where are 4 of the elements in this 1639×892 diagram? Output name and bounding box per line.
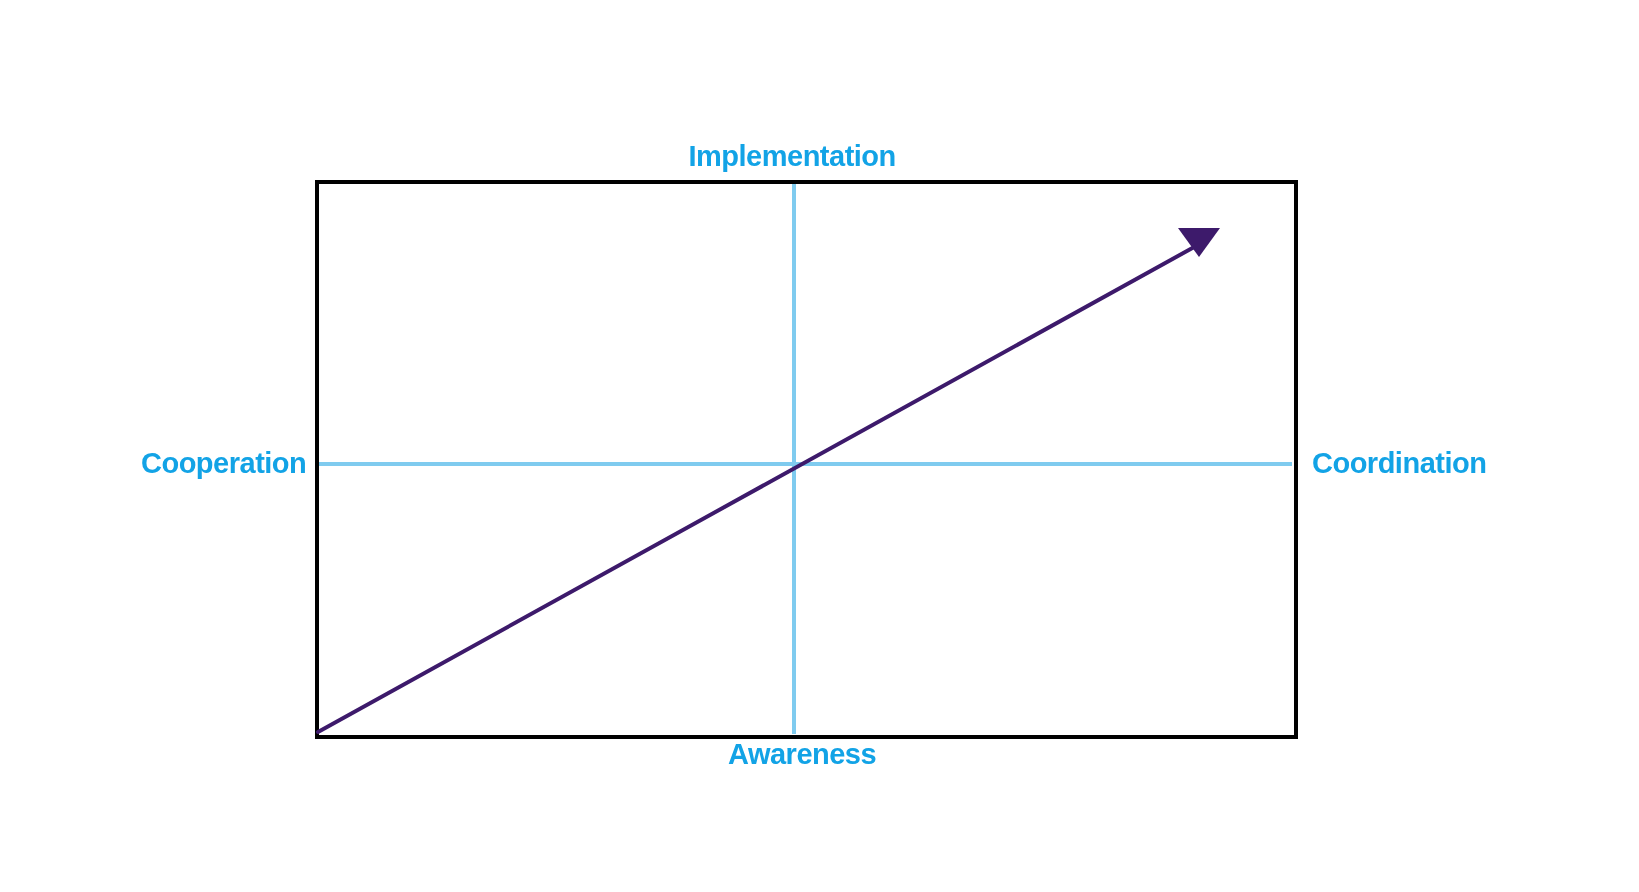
axis-label: Implementation xyxy=(688,141,896,173)
axis-label: Cooperation xyxy=(141,448,307,480)
axis-label: Coordination xyxy=(1312,448,1487,480)
axis-label: Awareness xyxy=(728,739,877,771)
